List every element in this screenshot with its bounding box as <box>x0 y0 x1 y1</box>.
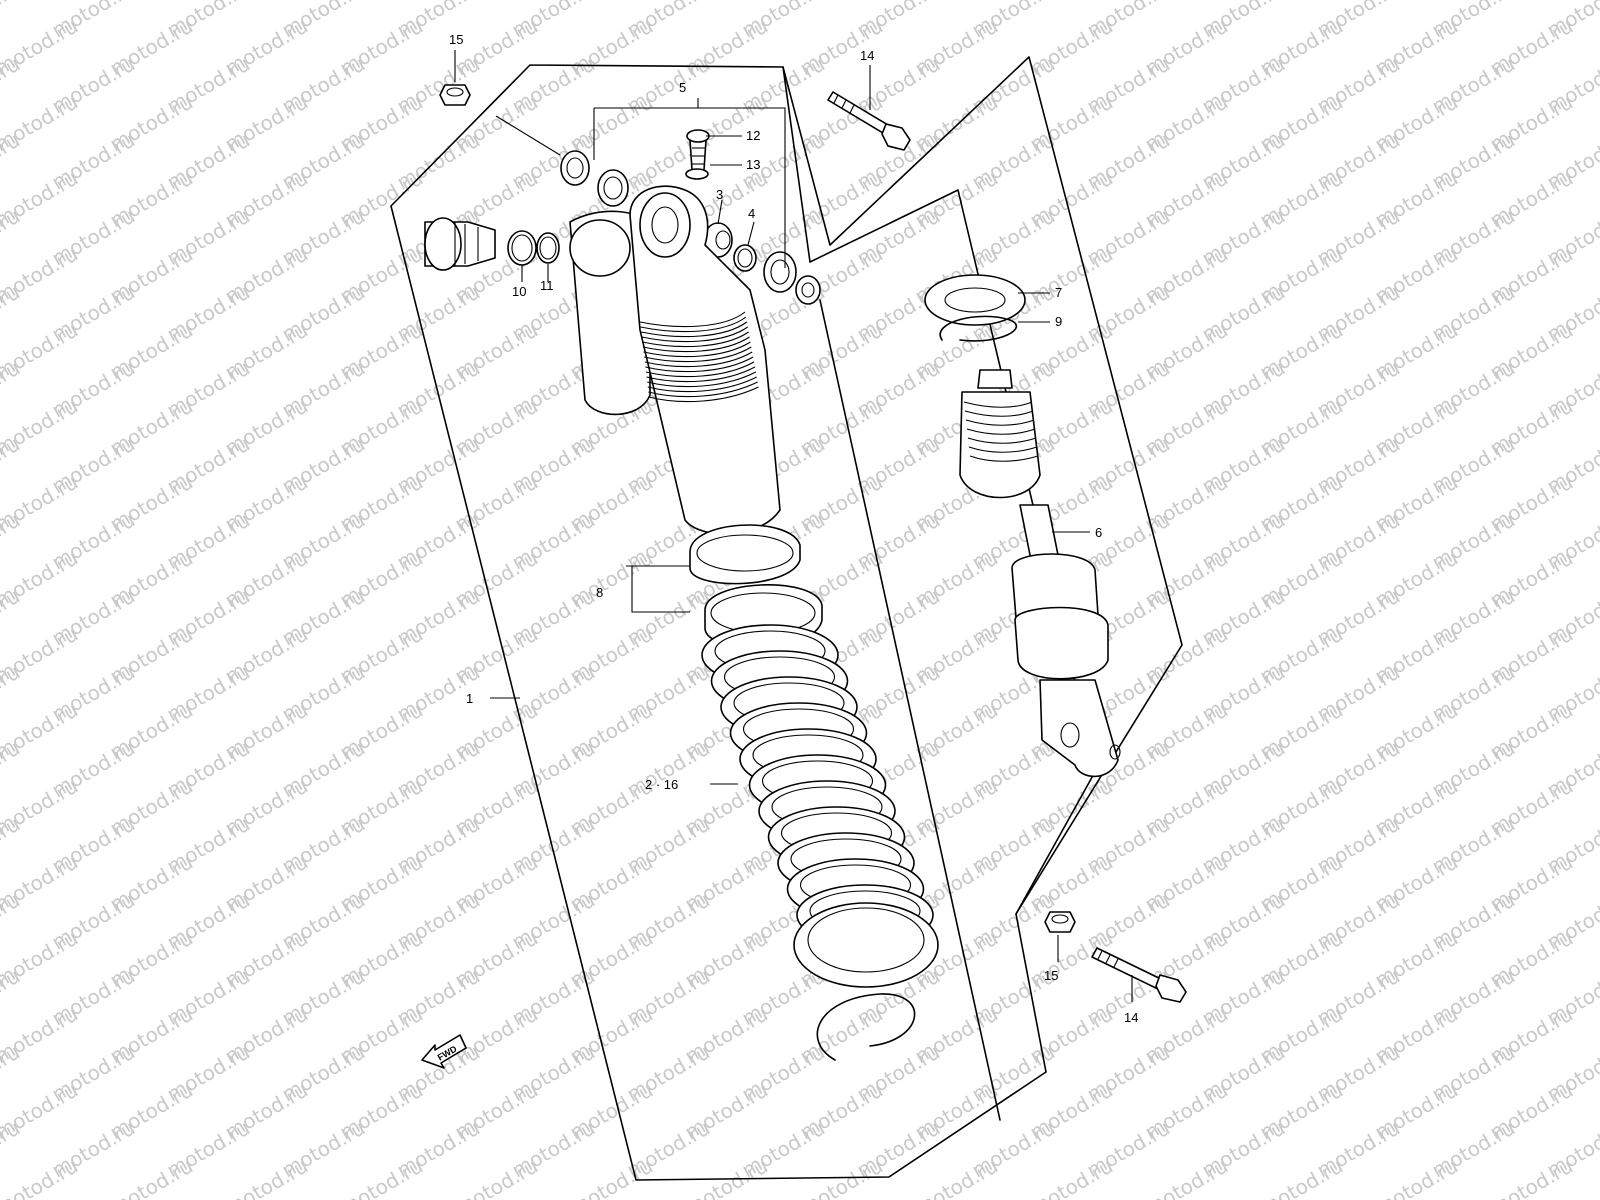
callout-14-top: 14 <box>860 48 874 63</box>
callout-1: 1 <box>466 691 473 706</box>
forward-direction-arrow: FWD <box>421 1034 467 1069</box>
watermark-text: motod.ru <box>1198 1192 1289 1200</box>
thread-line <box>645 356 754 373</box>
callout-6: 6 <box>1095 525 1102 540</box>
thread-line <box>645 361 755 378</box>
thread-line <box>640 316 747 333</box>
watermark-text: motod.ru <box>1543 1192 1600 1200</box>
callout-12: 12 <box>746 128 760 143</box>
watermark-text: motod.ru <box>393 1192 484 1200</box>
callout-9: 9 <box>1055 314 1062 329</box>
top-mount-nut <box>439 84 471 106</box>
thread-line <box>642 331 749 348</box>
watermark-text: motod.ru <box>968 1192 1059 1200</box>
watermark-text: motod.ru <box>1026 1154 1117 1200</box>
callout-4: 4 <box>748 206 755 221</box>
watermark-text: motod.ru <box>681 1154 772 1200</box>
spring-seat-and-stopper <box>924 274 1026 342</box>
upper-pivot-bushing <box>703 222 757 272</box>
watermark-text: motod.ru <box>48 1192 139 1200</box>
watermark-text: motod.ru <box>1313 1192 1404 1200</box>
lower-mount-bolt <box>1091 947 1187 1003</box>
inner-boundary-lower <box>819 299 1001 1121</box>
watermark-text: motod.ru <box>106 1154 197 1200</box>
watermark-text: motod.ru <box>508 1192 599 1200</box>
thread-line <box>642 336 750 353</box>
bumper-rib <box>968 446 1038 453</box>
watermark-text: motod.ru <box>853 1192 944 1200</box>
thread-line <box>647 371 757 388</box>
damper-body <box>629 185 781 535</box>
bleed-screw <box>685 129 710 180</box>
callout-11: 11 <box>540 278 554 293</box>
watermark-text: motod.ru <box>1083 1192 1174 1200</box>
callout-8: 8 <box>596 585 603 600</box>
lower-mount-nut <box>1044 911 1076 933</box>
watermark-text: motod.ru <box>738 1192 829 1200</box>
callout-2-16: 2 · 16 <box>645 777 678 792</box>
watermark-text: motod.ru <box>451 1154 542 1200</box>
bumper-rib <box>966 428 1036 435</box>
gas-reservoir <box>569 210 651 416</box>
thread-line <box>646 366 756 383</box>
damper-rod-assembly <box>959 369 1121 778</box>
watermark-text: motod.ru <box>911 1154 1002 1200</box>
thread-line <box>648 381 758 398</box>
thread-line <box>647 376 757 393</box>
reservoir-cap-assembly <box>424 217 560 271</box>
thread-line <box>639 311 746 328</box>
callout-5: 5 <box>679 80 686 95</box>
watermark-text: motod.ru <box>0 0 24 42</box>
callout-13: 13 <box>746 157 760 172</box>
thread-line <box>644 351 753 368</box>
watermark-text: motod.ru <box>1371 1154 1462 1200</box>
callout-14-bottom: 14 <box>1124 1010 1138 1025</box>
thread-line <box>643 341 751 358</box>
thread-line <box>648 386 759 403</box>
watermark-text: motod.ru <box>0 1192 24 1200</box>
watermark-text: motod.ru <box>566 1154 657 1200</box>
watermark-text: motod.ru <box>163 1192 254 1200</box>
bumper-rib <box>964 410 1034 417</box>
body-threads <box>639 311 759 403</box>
bumper-ribs <box>963 401 1039 462</box>
lower-spring-seat <box>793 902 939 1061</box>
watermark-text: motod.ru <box>221 1154 312 1200</box>
watermark-text: motod.ru <box>336 1154 427 1200</box>
callout-15-top: 15 <box>449 32 463 47</box>
callout-labels: 15 5 14 12 13 3 4 10 11 7 9 6 8 1 2 · 16… <box>449 32 1138 1025</box>
inner-boundary-outline <box>782 66 1097 915</box>
bumper-rib <box>969 455 1039 462</box>
callout-7: 7 <box>1055 285 1062 300</box>
coil-spring <box>701 624 934 946</box>
leader-lines <box>454 50 1133 1002</box>
watermark-text: motod.ru <box>1256 1154 1347 1200</box>
watermark-text: motod.ru <box>623 1192 714 1200</box>
bumper-rib <box>963 401 1033 408</box>
callout-15-bottom: 15 <box>1044 968 1058 983</box>
top-mount-bolt <box>827 91 911 151</box>
watermark-text: motod.ru <box>278 1192 369 1200</box>
thread-line <box>644 346 752 363</box>
thread-line <box>641 326 749 343</box>
upper-bushing-set <box>560 150 821 305</box>
bumper-rib <box>967 437 1037 444</box>
watermark-text: motod.ru <box>1428 1192 1519 1200</box>
thread-line <box>641 321 748 338</box>
bumper-rib <box>965 419 1035 426</box>
callout-3: 3 <box>716 187 723 202</box>
watermark-text: motod.ru <box>1141 1154 1232 1200</box>
callout-10: 10 <box>512 284 526 299</box>
watermark-text: motod.ru <box>1486 1154 1577 1200</box>
